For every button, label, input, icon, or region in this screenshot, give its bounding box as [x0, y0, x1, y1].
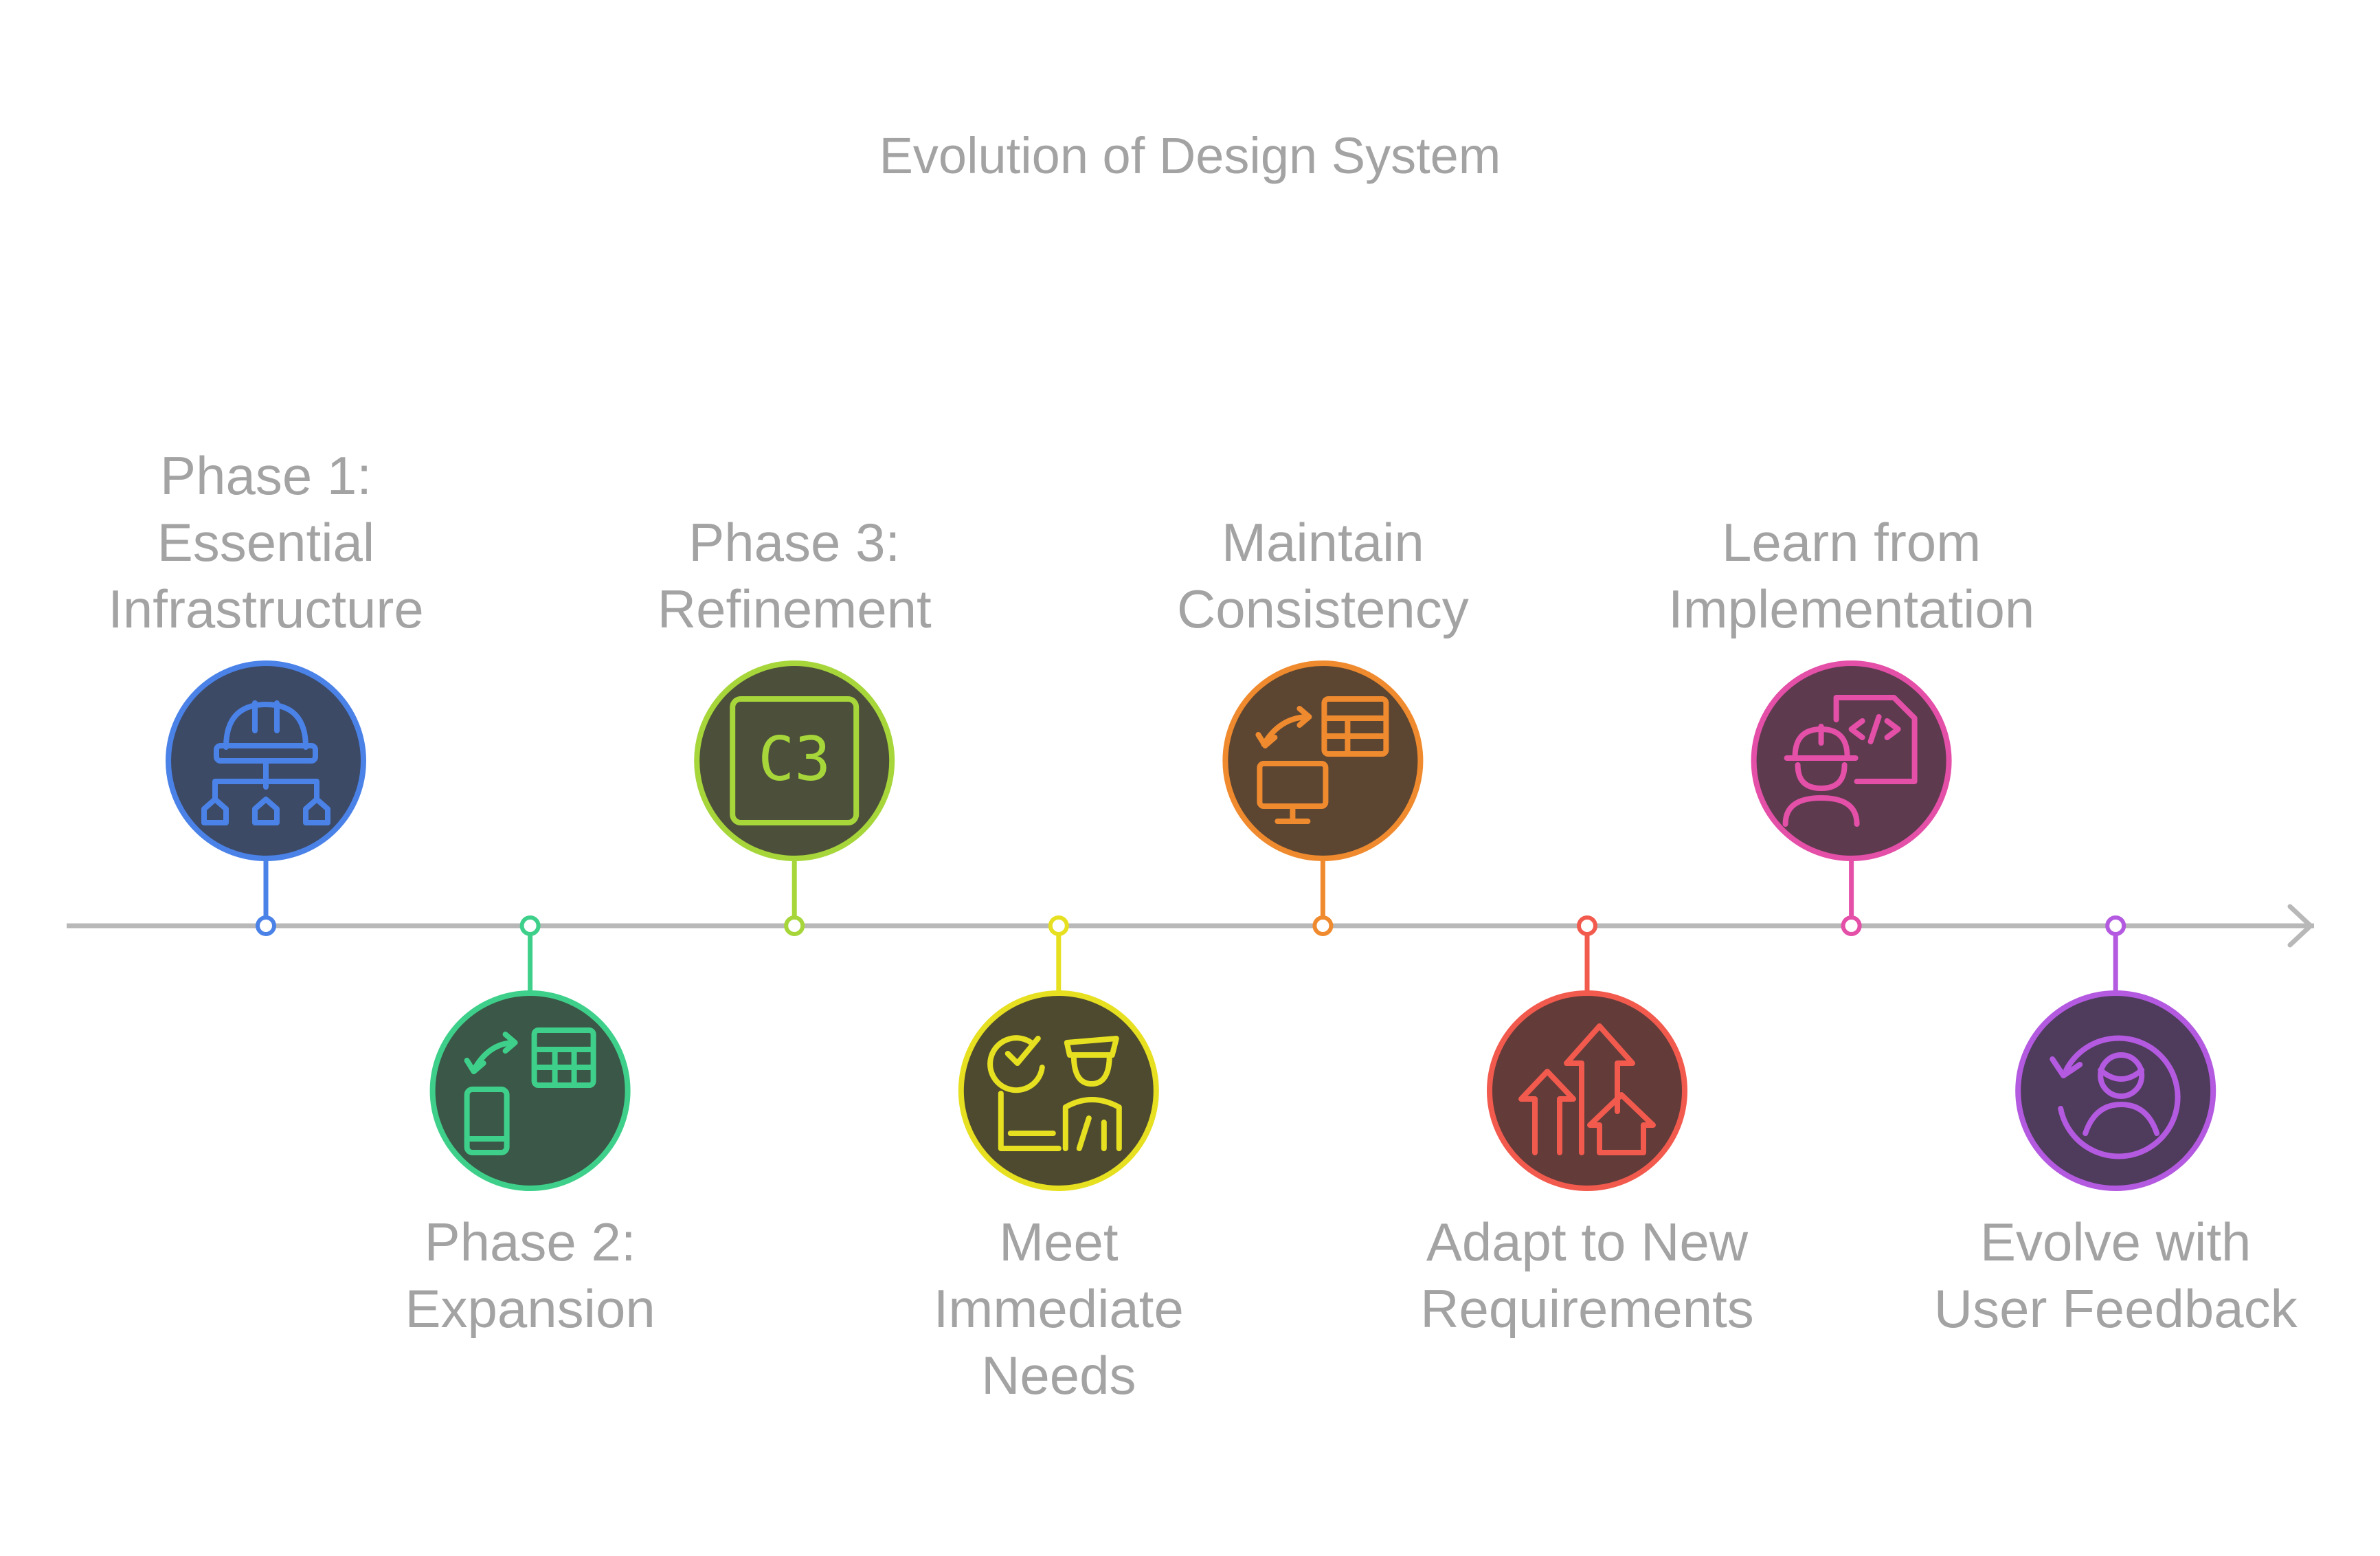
timeline-marker: [1577, 915, 1597, 936]
svg-text:C3: C3: [758, 724, 831, 794]
timeline-marker: [519, 915, 541, 936]
phase-label-line: Learn from: [1722, 512, 1982, 573]
phase-label-3: Phase 3:Refinement: [547, 509, 1042, 643]
engineer-code-icon: [1782, 695, 1918, 827]
phase-label-line: Refinement: [657, 579, 932, 639]
phase-label-line: Implementation: [1668, 579, 2035, 639]
phase-circle: [958, 990, 1159, 1191]
phase-label-line: Phase 1:: [160, 445, 372, 506]
phase-circle: [1487, 990, 1687, 1191]
c3-chip-icon: C3: [730, 696, 860, 825]
timeline-marker: [2105, 915, 2126, 936]
timeline-marker: [1048, 915, 1069, 936]
phase-circle: [429, 990, 631, 1191]
phase-label-line: Expansion: [405, 1278, 655, 1339]
user-feedback-icon: [2050, 1035, 2181, 1159]
phase-label-line: Phase 3:: [688, 512, 901, 573]
timeline-marker: [1841, 915, 1862, 936]
timeline-marker: [1312, 915, 1334, 936]
phase-label-line: Maintain: [1221, 512, 1424, 573]
phase-circle: [1222, 660, 1424, 861]
phase-node-1: [166, 660, 366, 936]
phase-label-2: Phase 2:Expansion: [283, 1209, 778, 1342]
timeline-marker: [784, 915, 805, 936]
phase-label-line: Meet: [999, 1212, 1119, 1272]
phase-label-line: Infrastructure: [108, 579, 424, 639]
phase-node-5: [1222, 660, 1424, 936]
phase-node-6: [1487, 915, 1687, 1191]
hardhat-hierarchy-icon: [201, 700, 330, 825]
timeline-marker: [256, 915, 276, 936]
checklist-officer-icon: [987, 1035, 1122, 1151]
monitor-sync-table-icon: [1255, 696, 1389, 824]
phase-node-2: [429, 915, 631, 1191]
phase-label-line: Adapt to New: [1426, 1212, 1749, 1272]
phase-label-line: Evolve with: [1979, 1212, 2252, 1272]
phase-node-8: [2015, 915, 2216, 1191]
phase-label-line: Requirements: [1420, 1278, 1754, 1339]
phase-node-3: C3: [694, 660, 895, 936]
device-sync-table-icon: [464, 1027, 596, 1155]
phase-label-line: User Feedback: [1933, 1278, 2298, 1339]
timeline-arrowhead: [2287, 904, 2313, 948]
phase-circle: [694, 660, 895, 861]
phase-label-line: Essential: [157, 512, 375, 573]
phase-circle: [2015, 990, 2216, 1191]
phase-label-line: Immediate: [933, 1278, 1184, 1339]
phase-label-line: Needs: [981, 1345, 1136, 1405]
phase-node-4: [958, 915, 1159, 1191]
diagram-title: Evolution of Design System: [879, 127, 1501, 184]
up-arrows-icon: [1518, 1023, 1656, 1155]
phase-label-line: Consistency: [1176, 579, 1469, 639]
phase-label-line: Phase 2:: [424, 1212, 636, 1272]
phase-node-7: [1751, 660, 1952, 936]
